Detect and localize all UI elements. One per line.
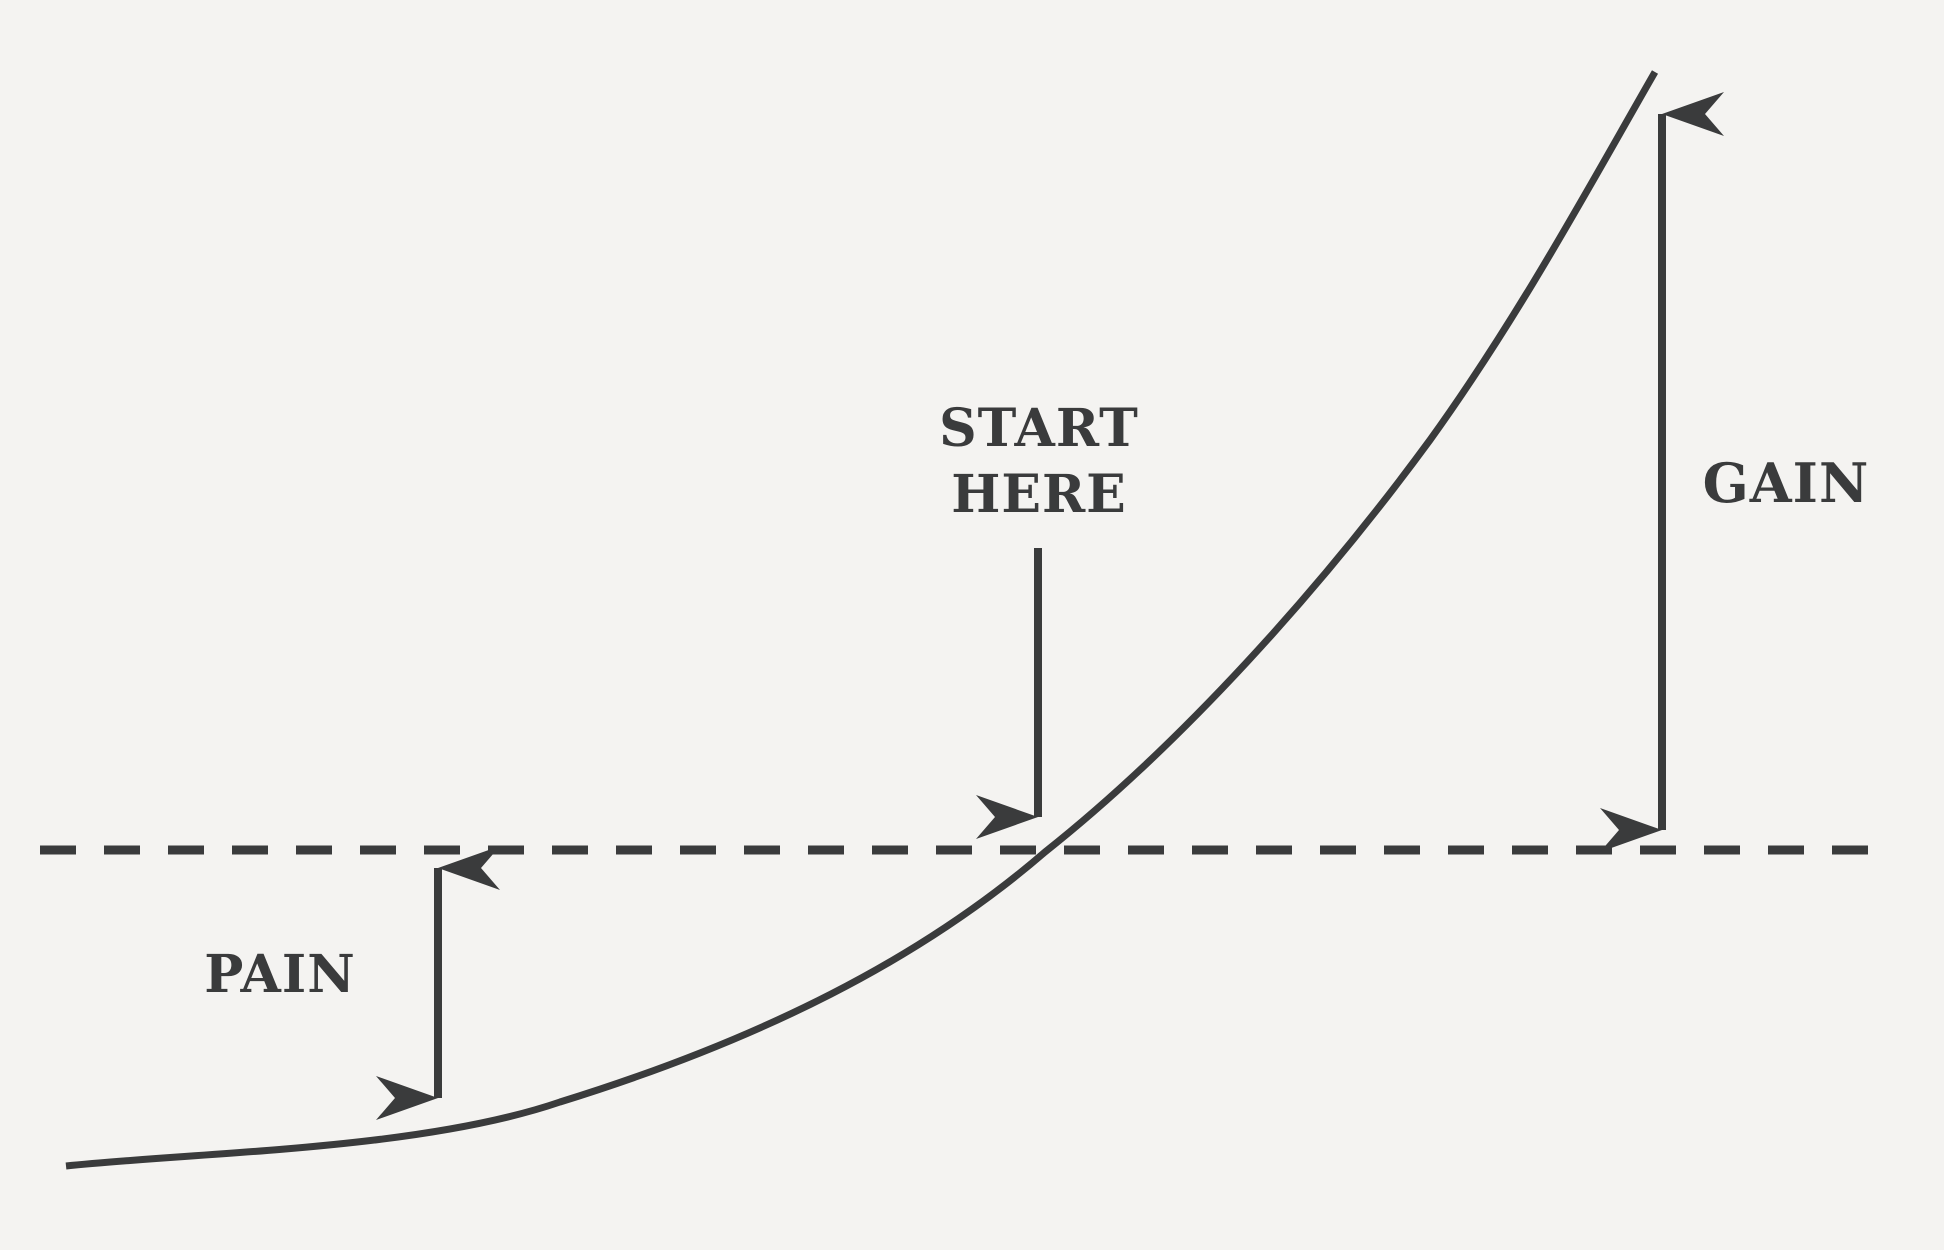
growth-curve <box>65 70 1659 1170</box>
pain-label: PAIN <box>204 944 356 1005</box>
start-here-label-line2: HERE <box>951 464 1127 525</box>
start-here-label-line1: START <box>939 398 1139 459</box>
gain-label: GAIN <box>1703 451 1870 515</box>
